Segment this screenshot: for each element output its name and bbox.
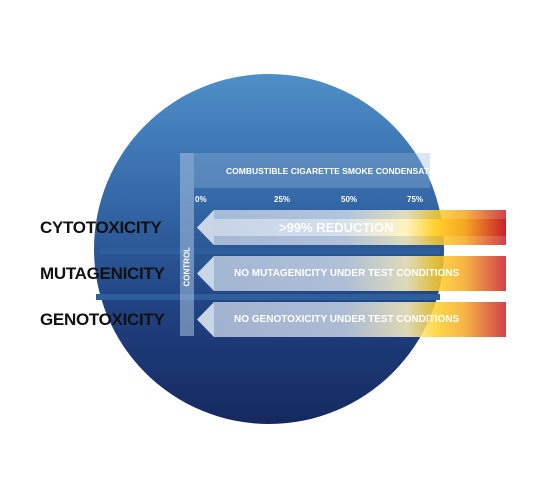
row-stripe xyxy=(96,294,440,300)
result-bar-mutagenicity: NO MUTAGENICITY UNDER TEST CONDITIONS xyxy=(197,256,506,291)
reduction-arrow xyxy=(197,302,506,337)
scale-header-title: COMBUSTIBLE CIGARETTE SMOKE CONDENSATE xyxy=(226,166,435,176)
bar-text-cytotoxicity: >99% REDUCTION xyxy=(279,220,394,235)
reduction-arrow xyxy=(197,210,506,245)
control-label: CONTROL xyxy=(182,246,192,287)
reduction-arrow xyxy=(197,256,506,291)
row-label-cytotoxicity: CYTOTOXICITY xyxy=(40,218,162,237)
scale-tick-0: 0% xyxy=(195,195,207,204)
bar-text-mutagenicity: NO MUTAGENICITY UNDER TEST CONDITIONS xyxy=(234,268,460,279)
control-column xyxy=(180,153,194,336)
row-label-genotoxicity: GENOTOXICITY xyxy=(40,310,165,329)
bar-text-genotoxicity: NO GENOTOXICITY UNDER TEST CONDITIONS xyxy=(234,314,460,325)
result-bar-cytotoxicity: >99% REDUCTION xyxy=(197,210,506,245)
result-bar-genotoxicity: NO GENOTOXICITY UNDER TEST CONDITIONS xyxy=(197,302,506,337)
row-stripe xyxy=(100,248,440,254)
row-label-mutagenicity: MUTAGENICITY xyxy=(40,264,165,283)
scale-header-band xyxy=(194,153,430,188)
scale-tick-50: 50% xyxy=(341,195,358,204)
scale-tick-25: 25% xyxy=(274,195,291,204)
scale-tick-75: 75% xyxy=(407,195,424,204)
